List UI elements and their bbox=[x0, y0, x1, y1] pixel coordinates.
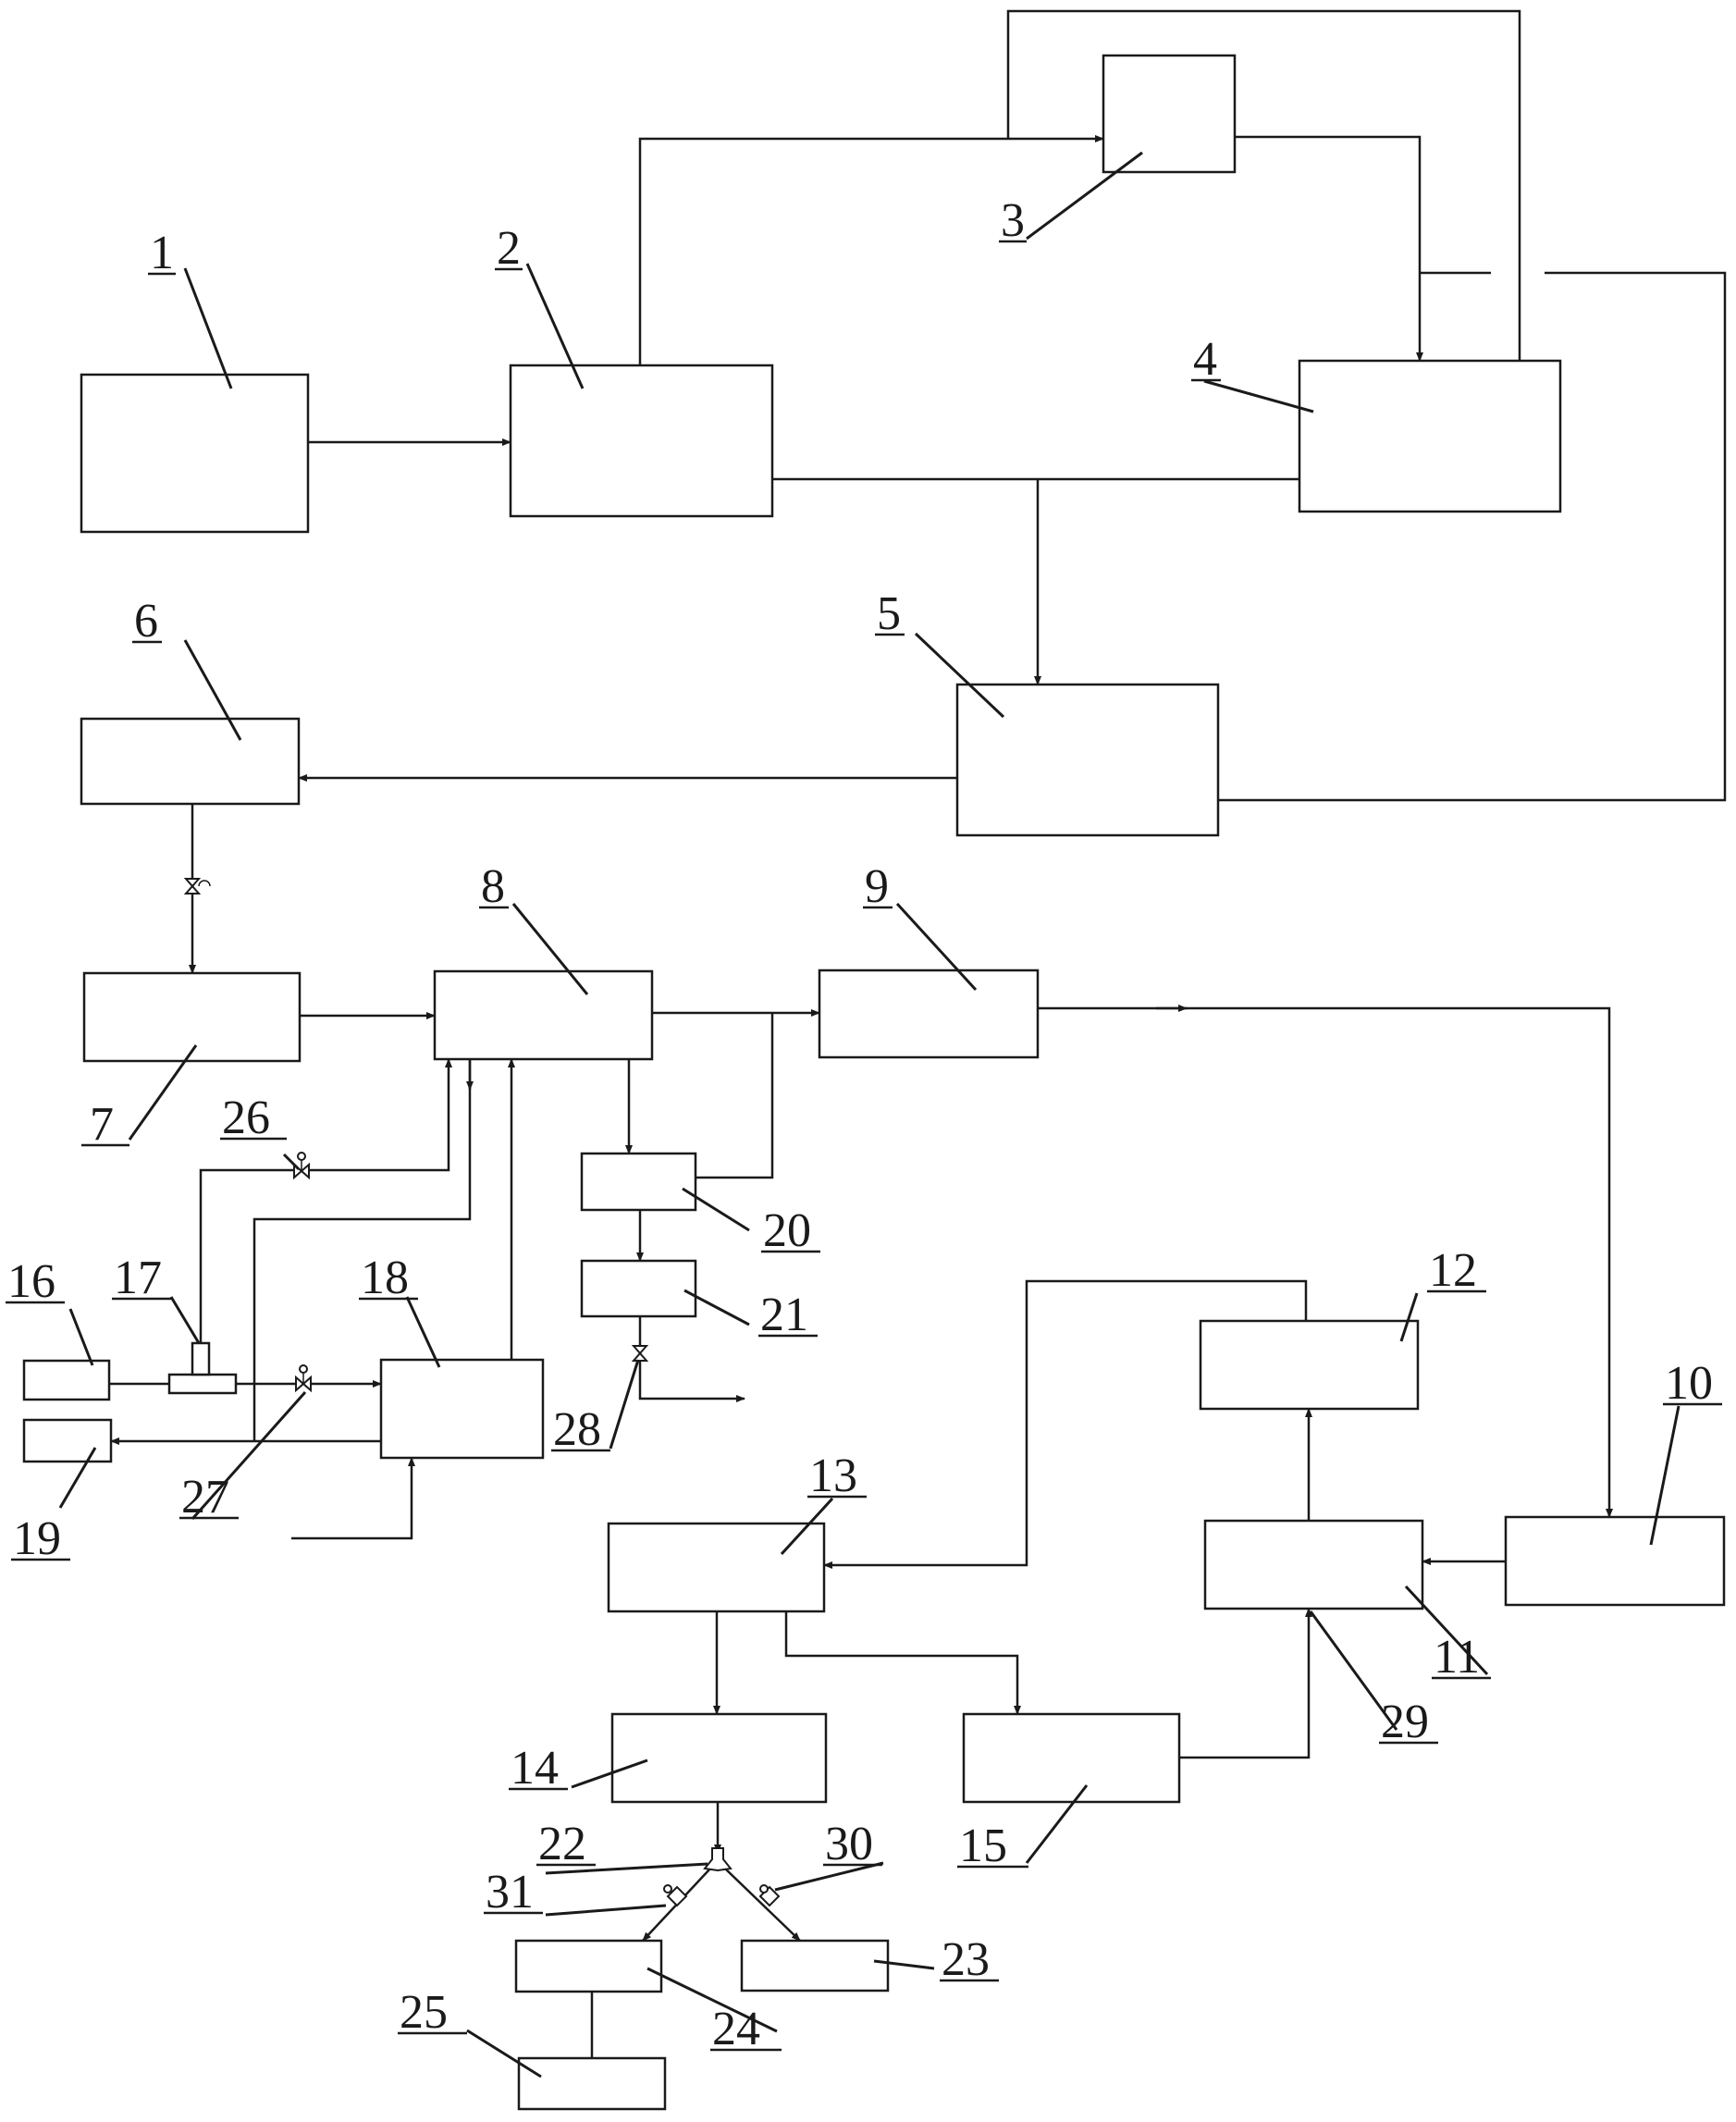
unit-15-box bbox=[962, 1712, 1181, 1804]
label-16: 16 bbox=[7, 1255, 55, 1308]
line-15-to-11 bbox=[1179, 1608, 1312, 1759]
label-26: 26 bbox=[222, 1092, 270, 1144]
label-31: 31 bbox=[486, 1866, 534, 1918]
line-21-out bbox=[638, 1316, 745, 1402]
label-13: 13 bbox=[809, 1450, 857, 1502]
label-8: 8 bbox=[481, 860, 505, 913]
line-5-right-loop bbox=[1218, 271, 1727, 802]
label-4: 4 bbox=[1193, 333, 1217, 386]
label-28: 28 bbox=[553, 1403, 601, 1456]
unit-13-box bbox=[607, 1522, 826, 1613]
line-input-to-18 bbox=[291, 1457, 415, 1540]
unit-16-box bbox=[22, 1359, 111, 1401]
label-30: 30 bbox=[825, 1818, 873, 1870]
unit-3-box bbox=[1102, 54, 1237, 174]
unit-10-box bbox=[1504, 1515, 1726, 1607]
unit-1-box bbox=[80, 373, 310, 534]
label-12: 12 bbox=[1429, 1244, 1477, 1297]
unit-17-body bbox=[167, 1373, 238, 1395]
label-10: 10 bbox=[1665, 1357, 1713, 1410]
unit-19-box bbox=[22, 1418, 113, 1463]
line-13-to-15 bbox=[784, 1611, 1021, 1715]
label-23: 23 bbox=[942, 1933, 990, 1986]
label-5: 5 bbox=[877, 587, 901, 640]
label-27: 27 bbox=[181, 1471, 229, 1524]
valve-6-7-icon bbox=[183, 878, 211, 894]
unit-23-box bbox=[740, 1939, 890, 1992]
unit-8-box bbox=[433, 969, 654, 1061]
valve-27-icon bbox=[295, 1364, 312, 1393]
label-19: 19 bbox=[13, 1512, 61, 1565]
unit-14-box bbox=[610, 1712, 828, 1804]
line-4-loop-top bbox=[1006, 9, 1521, 361]
valve-28-icon bbox=[631, 1345, 649, 1362]
line-22-to-23 bbox=[724, 1868, 801, 1942]
label-7: 7 bbox=[90, 1098, 114, 1151]
unit-24-box bbox=[514, 1939, 663, 1993]
label-18: 18 bbox=[361, 1252, 409, 1304]
label-17: 17 bbox=[114, 1252, 162, 1304]
unit-6-box bbox=[80, 717, 301, 806]
unit-17-stem bbox=[191, 1341, 211, 1376]
unit-5-box bbox=[955, 683, 1220, 837]
unit-9-box bbox=[818, 968, 1040, 1059]
unit-20-box bbox=[580, 1152, 697, 1212]
label-21: 21 bbox=[760, 1289, 808, 1341]
label-11: 11 bbox=[1434, 1631, 1480, 1684]
line-17-to-8 bbox=[199, 1058, 452, 1343]
three-way-22-icon bbox=[703, 1847, 733, 1872]
label-14: 14 bbox=[511, 1742, 559, 1795]
label-25: 25 bbox=[400, 1986, 448, 2039]
unit-18-box bbox=[379, 1358, 545, 1460]
unit-25-box bbox=[517, 2056, 667, 2111]
label-22: 22 bbox=[538, 1818, 586, 1870]
label-6: 6 bbox=[134, 595, 158, 648]
line-8-to-19-loop bbox=[252, 1059, 472, 1441]
label-1: 1 bbox=[150, 227, 174, 279]
unit-7-box bbox=[82, 971, 302, 1063]
valve-30-icon bbox=[758, 1884, 781, 1907]
unit-2-box bbox=[509, 364, 774, 518]
label-15: 15 bbox=[959, 1820, 1007, 1872]
label-9: 9 bbox=[865, 860, 889, 913]
label-3: 3 bbox=[1001, 194, 1025, 247]
unit-12-box bbox=[1199, 1319, 1420, 1411]
leader-lines bbox=[58, 151, 1681, 2079]
valve-31-icon bbox=[663, 1884, 688, 1907]
label-24: 24 bbox=[712, 2003, 760, 2055]
line-20-to-9 bbox=[696, 1013, 774, 1179]
unit-4-box bbox=[1298, 359, 1562, 513]
line-12-to-13 bbox=[823, 1279, 1308, 1569]
unit-21-box bbox=[580, 1259, 697, 1318]
label-20: 20 bbox=[763, 1204, 811, 1257]
line-2-to-3 bbox=[638, 135, 1104, 365]
label-2: 2 bbox=[497, 222, 521, 275]
unit-11-box bbox=[1203, 1519, 1424, 1610]
label-29: 29 bbox=[1381, 1696, 1429, 1748]
line-3-to-4 bbox=[1235, 135, 1423, 362]
line-9-to-10 bbox=[1038, 1006, 1613, 1518]
